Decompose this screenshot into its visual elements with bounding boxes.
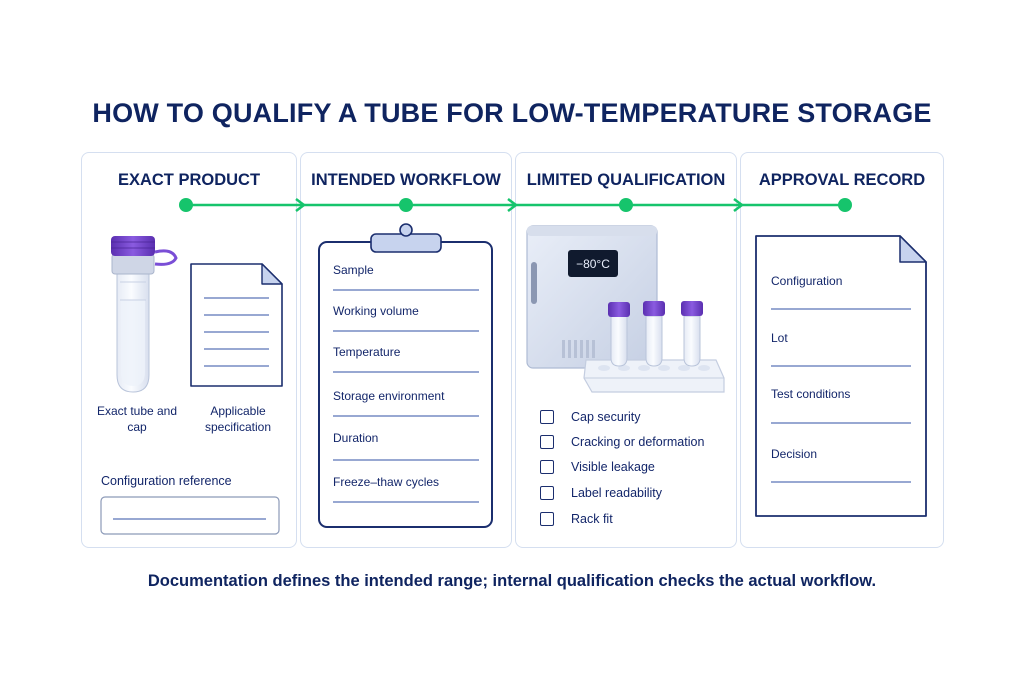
specification-caption: Applicable specification	[204, 404, 272, 434]
configuration-reference-label: Configuration reference	[101, 474, 232, 488]
approval-field-configuration: Configuration	[771, 274, 843, 288]
checkbox-visible-leakage	[540, 460, 554, 474]
tube-icon	[111, 236, 178, 393]
workflow-lines	[333, 289, 479, 503]
timeline-dot-2	[399, 198, 413, 212]
footer-caption: Documentation defines the intended range…	[147, 572, 877, 590]
timeline-dot-4	[838, 198, 852, 212]
check-label-cap-security: Cap security	[571, 410, 641, 424]
check-label-visible-leakage: Visible leakage	[571, 460, 655, 474]
clipboard-icon	[318, 223, 493, 528]
timeline-dot-1	[179, 198, 193, 212]
configuration-reference-field	[100, 496, 280, 535]
workflow-item-sample: Sample	[333, 263, 374, 277]
approval-field-lot: Lot	[771, 331, 788, 345]
check-label-rack-fit: Rack fit	[571, 512, 613, 526]
tube-caption: Exact tube and cap	[96, 404, 178, 434]
checkbox-cap-security	[540, 410, 554, 424]
checkbox-label-readability	[540, 486, 554, 500]
panel-heading-intended-workflow: INTENDED WORKFLOW	[311, 171, 501, 189]
workflow-item-storage-environment: Storage environment	[333, 389, 445, 403]
panel-heading-exact-product: EXACT PRODUCT	[117, 171, 261, 189]
timeline-connector	[179, 198, 852, 212]
checkbox-cracking-or-deformation	[540, 435, 554, 449]
panel-heading-approval-record: APPROVAL RECORD	[758, 171, 926, 189]
check-label-label-readability: Label readability	[571, 486, 663, 500]
workflow-item-temperature: Temperature	[333, 345, 401, 359]
specification-document-icon	[190, 263, 283, 387]
workflow-item-duration: Duration	[333, 431, 379, 445]
panel-heading-limited-qualification: LIMITED QUALIFICATION	[526, 171, 726, 189]
approval-record-document-icon	[755, 235, 927, 517]
workflow-item-working-volume: Working volume	[333, 304, 419, 318]
freezer-icon	[526, 225, 658, 369]
freezer-temperature-display: −80°C	[576, 257, 610, 271]
approval-field-decision: Decision	[771, 447, 818, 461]
checkbox-rack-fit	[540, 512, 554, 526]
check-label-cracking-or-deformation: Cracking or deformation	[571, 435, 705, 449]
tube-rack-icon	[583, 301, 725, 393]
approval-field-test-conditions: Test conditions	[771, 387, 851, 401]
workflow-item-freeze-thaw-cycles: Freeze–thaw cycles	[333, 475, 440, 489]
diagram-title: HOW TO QUALIFY A TUBE FOR LOW-TEMPERATUR…	[92, 98, 932, 128]
timeline-dot-3	[619, 198, 633, 212]
